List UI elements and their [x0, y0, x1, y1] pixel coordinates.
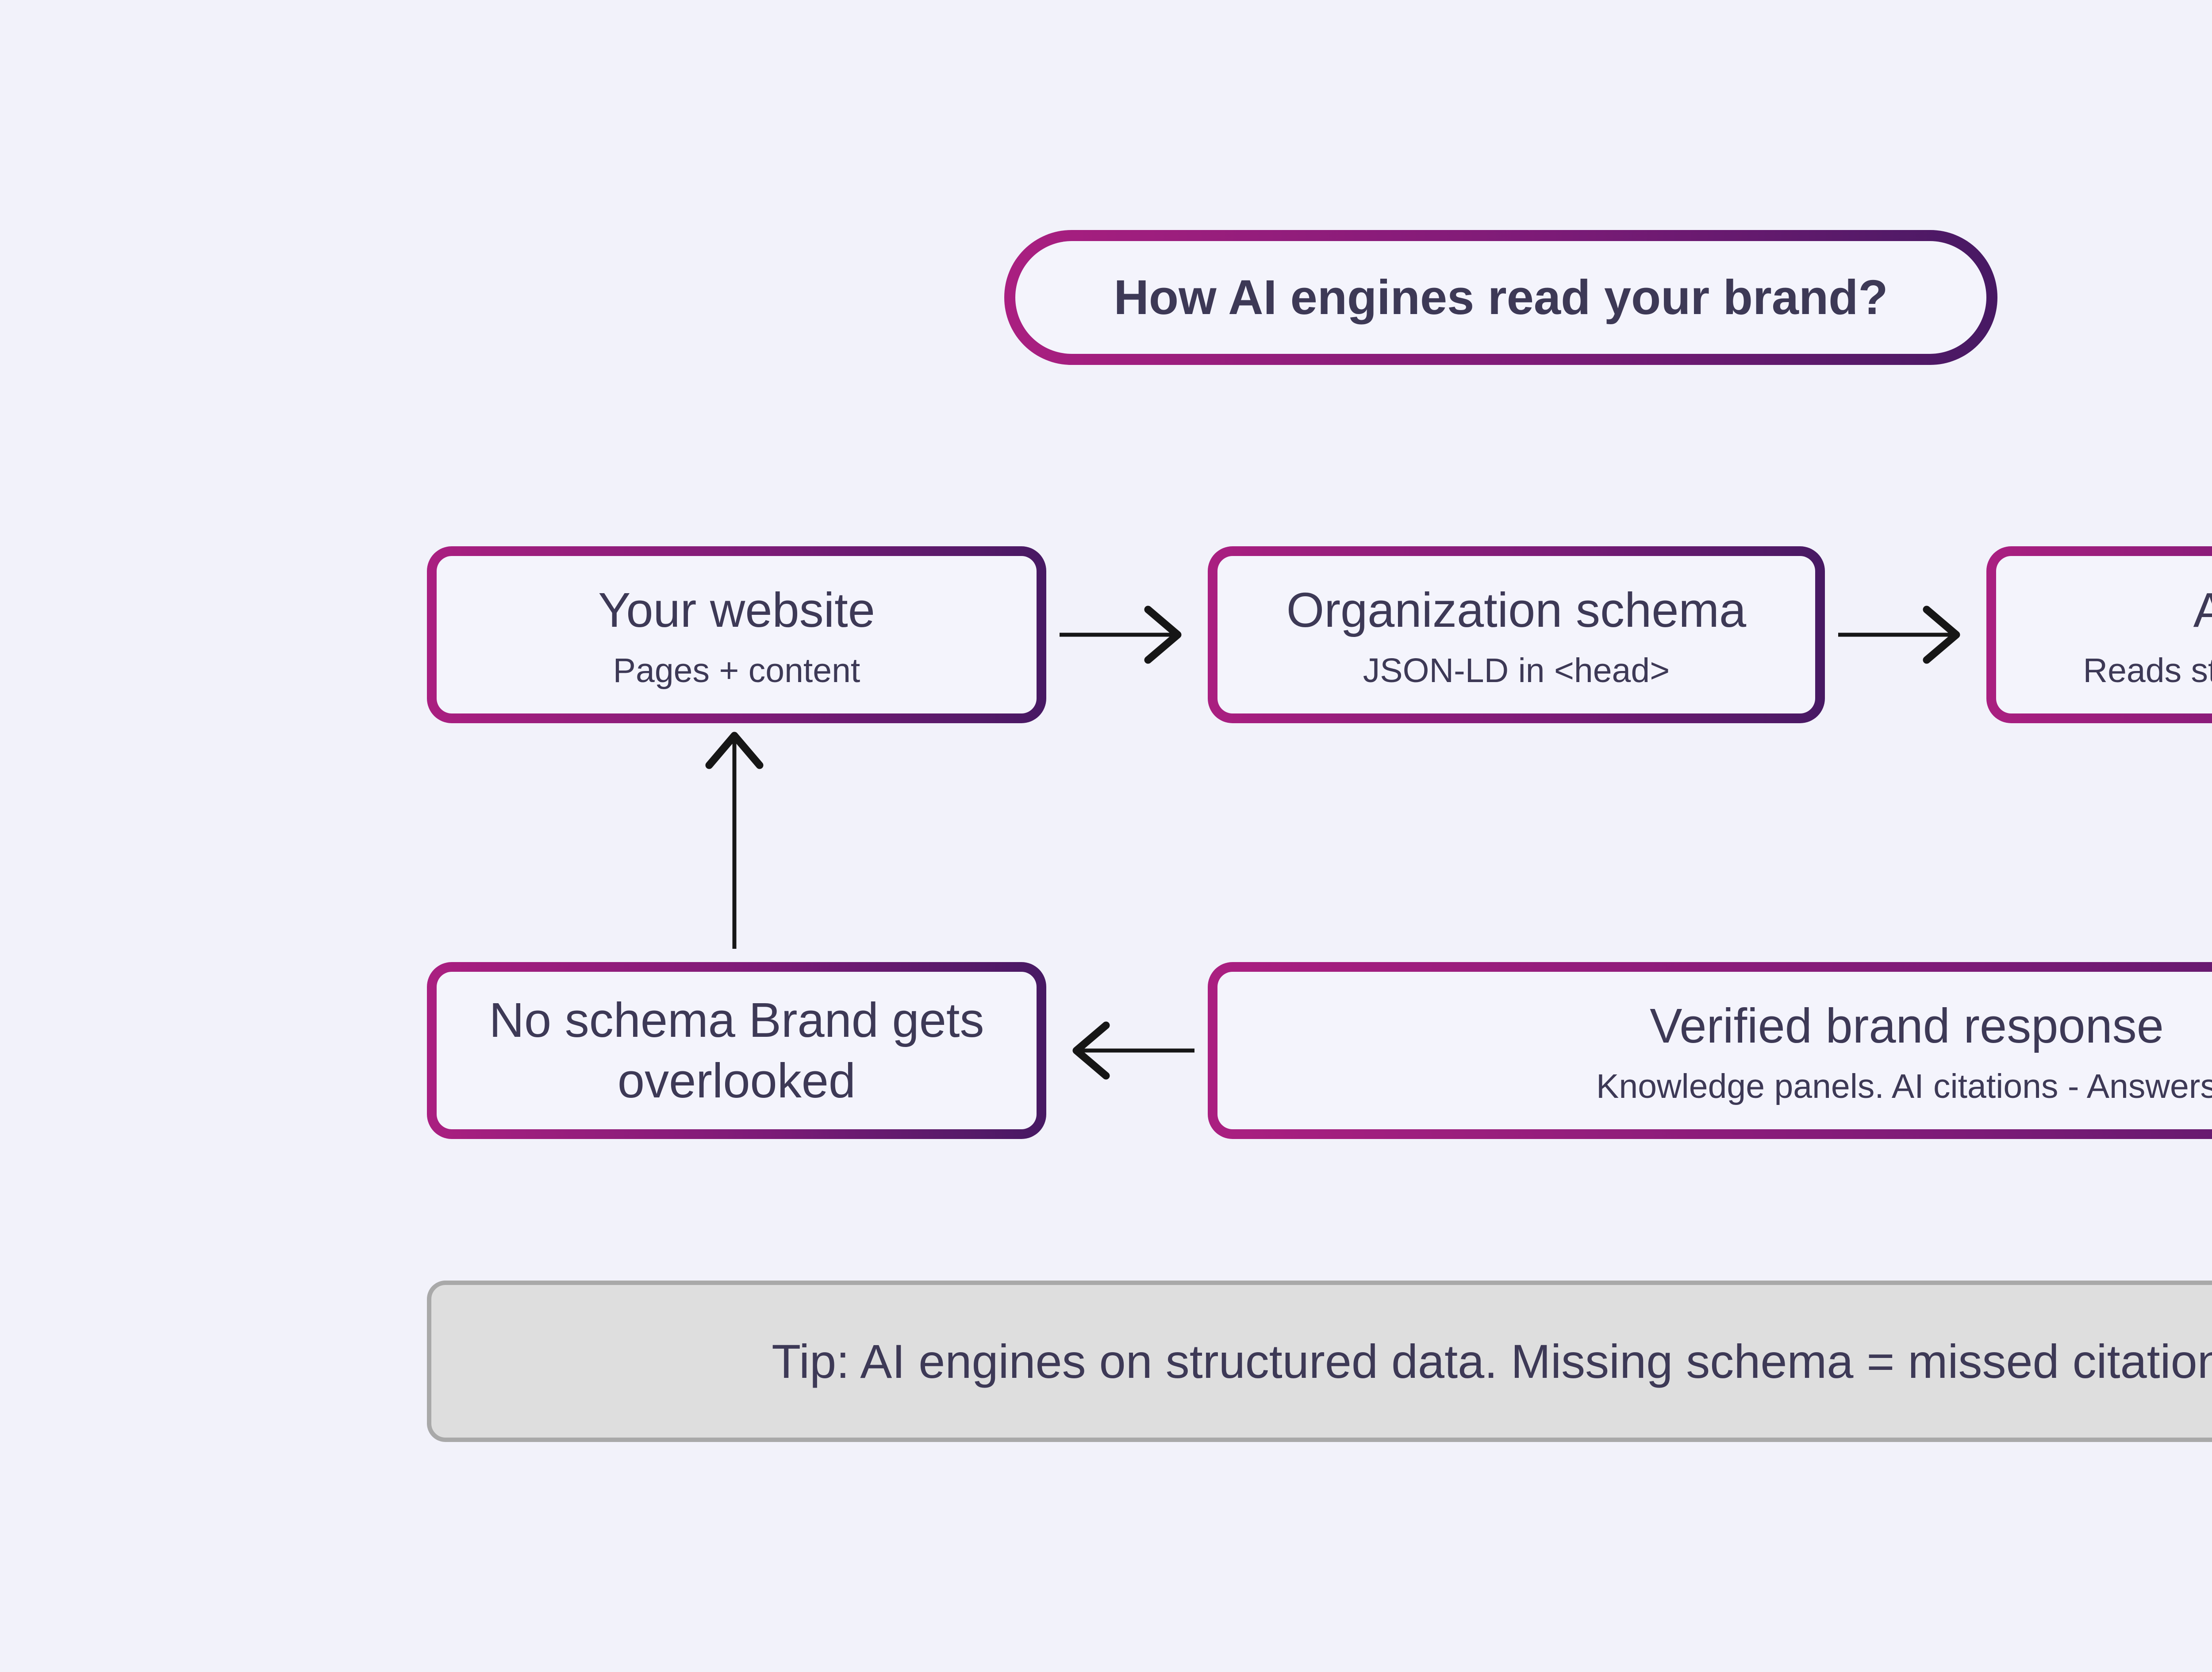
node-your-website-subtitle: Pages + content: [613, 652, 860, 690]
arrow-website-to-schema: [1060, 606, 1182, 664]
arrow-schema-to-engine: [1838, 606, 1960, 664]
node-verified-response-title: Verified brand response: [1650, 998, 2164, 1053]
node-no-schema-title: No schema Brand gets overlooked: [489, 993, 984, 1108]
arrow-verified-to-noschema: [1072, 1021, 1194, 1080]
diagram-title-pill: How AI engines read your brand?: [1004, 230, 1997, 365]
diagram-title: How AI engines read your brand?: [1114, 270, 1888, 325]
node-organization-schema-subtitle: JSON-LD in <head>: [1363, 652, 1670, 690]
node-no-schema: No schema Brand gets overlooked: [427, 962, 1046, 1139]
arrow-noschema-to-website: [705, 732, 764, 949]
diagram-title-pill-inner: How AI engines read your brand?: [1015, 241, 1986, 354]
tip-box: Tip: AI engines on structured data. Miss…: [427, 1281, 2212, 1442]
node-organization-schema-title: Organization schema: [1286, 583, 1747, 637]
tip-text: Tip: AI engines on structured data. Miss…: [772, 1335, 2212, 1388]
node-ai-engine: AI engine Reads structured entity data: [1986, 546, 2212, 723]
node-verified-response: Verified brand response Knowledge panels…: [1208, 962, 2212, 1139]
node-your-website: Your website Pages + content: [427, 546, 1046, 723]
node-ai-engine-subtitle: Reads structured entity data: [2083, 652, 2212, 690]
node-verified-response-subtitle: Knowledge panels. AI citations - Answers: [1596, 1067, 2212, 1106]
node-organization-schema: Organization schema JSON-LD in <head>: [1208, 546, 1825, 723]
node-your-website-title: Your website: [598, 583, 875, 637]
node-ai-engine-title: AI engine: [2193, 583, 2212, 637]
